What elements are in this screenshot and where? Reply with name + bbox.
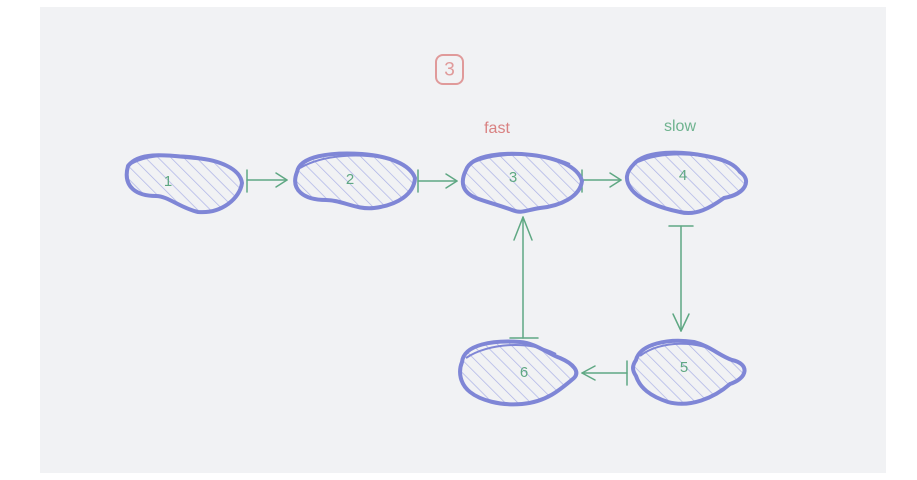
node-4: 4 xyxy=(625,150,749,215)
node-6-label: 6 xyxy=(520,364,528,381)
step-badge: 3 xyxy=(435,54,464,85)
edge-3-to-4 xyxy=(581,169,622,193)
edge-4-to-5 xyxy=(668,225,694,332)
edge-5-to-6 xyxy=(581,360,628,386)
diagram-canvas xyxy=(40,7,886,473)
node-5-label: 5 xyxy=(680,359,688,376)
node-2: 2 xyxy=(293,151,417,211)
node-5: 5 xyxy=(631,338,747,406)
edge-1-to-2 xyxy=(246,169,288,193)
edge-6-to-3 xyxy=(509,216,539,339)
slow-pointer-label: slow xyxy=(664,118,696,135)
node-6: 6 xyxy=(458,339,579,407)
node-1-label: 1 xyxy=(164,173,172,190)
node-2-label: 2 xyxy=(346,171,354,188)
fast-pointer-label: fast xyxy=(484,120,510,137)
node-4-label: 4 xyxy=(679,167,687,184)
node-1: 1 xyxy=(124,153,244,215)
edge-2-to-3 xyxy=(417,169,458,193)
node-3: 3 xyxy=(460,151,584,214)
node-3-label: 3 xyxy=(509,169,517,186)
step-badge-label: 3 xyxy=(444,60,455,81)
